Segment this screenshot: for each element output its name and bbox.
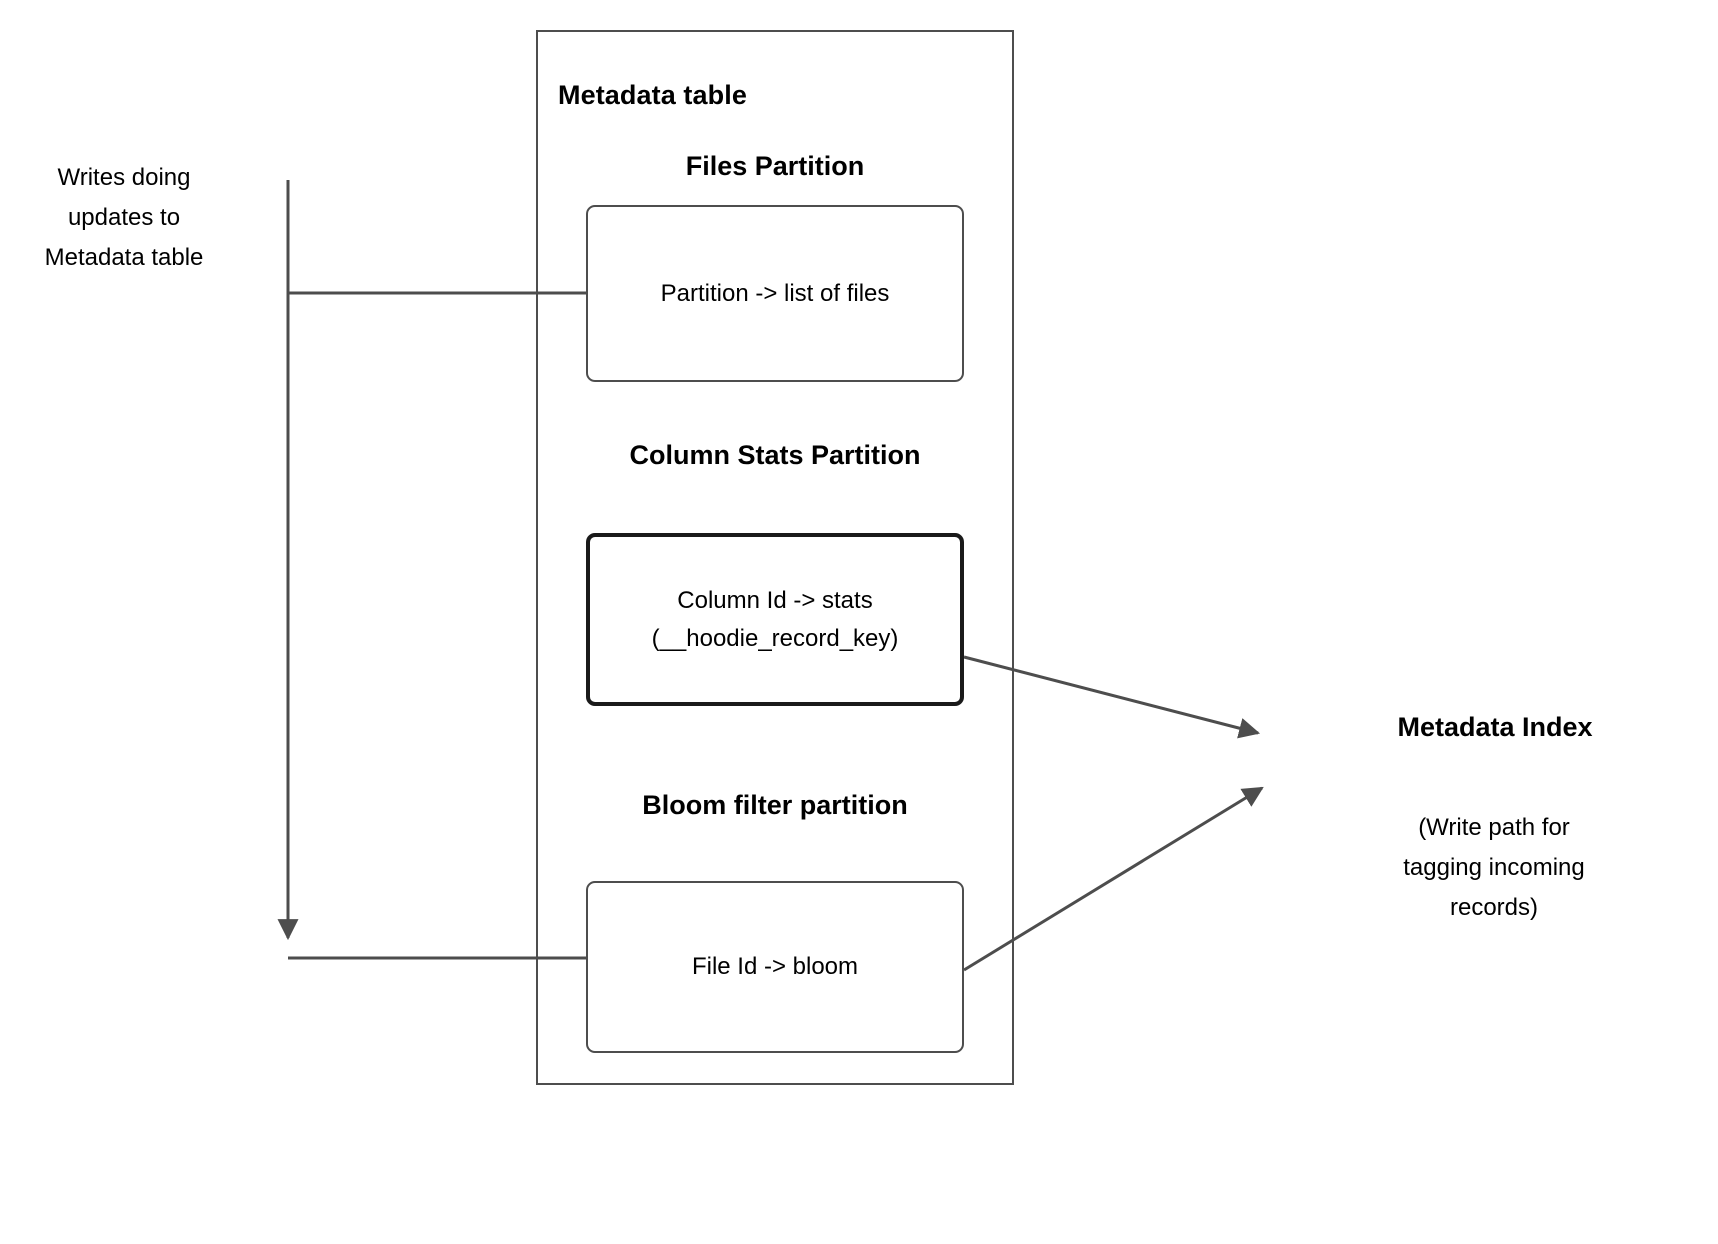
metadata-index-caption: (Write path for tagging incoming records… [1403, 814, 1585, 921]
column-stats-partition-box[interactable]: Column Id -> stats (__hoodie_record_key) [586, 533, 964, 706]
column-stats-partition-heading: Column Stats Partition [629, 440, 921, 470]
column-stats-partition-box-label: Column Id -> stats (__hoodie_record_key) [651, 586, 899, 652]
bloom-filter-partition-box[interactable]: File Id -> bloom [586, 881, 964, 1053]
metadata-table-container [536, 30, 1014, 1085]
bloom-filter-partition-box-label: File Id -> bloom [691, 953, 859, 980]
files-partition-heading: Files Partition [685, 151, 865, 181]
files-partition-box[interactable]: Partition -> list of files [586, 205, 964, 382]
files-partition-box-label: Partition -> list of files [660, 279, 890, 307]
metadata-index-title: Metadata Index [1397, 712, 1593, 742]
bloom-filter-partition-heading: Bloom filter partition [642, 790, 908, 820]
writes-updates-caption: Writes doing updates to Metadata table [44, 164, 204, 271]
metadata-table-title: Metadata table [558, 80, 747, 110]
